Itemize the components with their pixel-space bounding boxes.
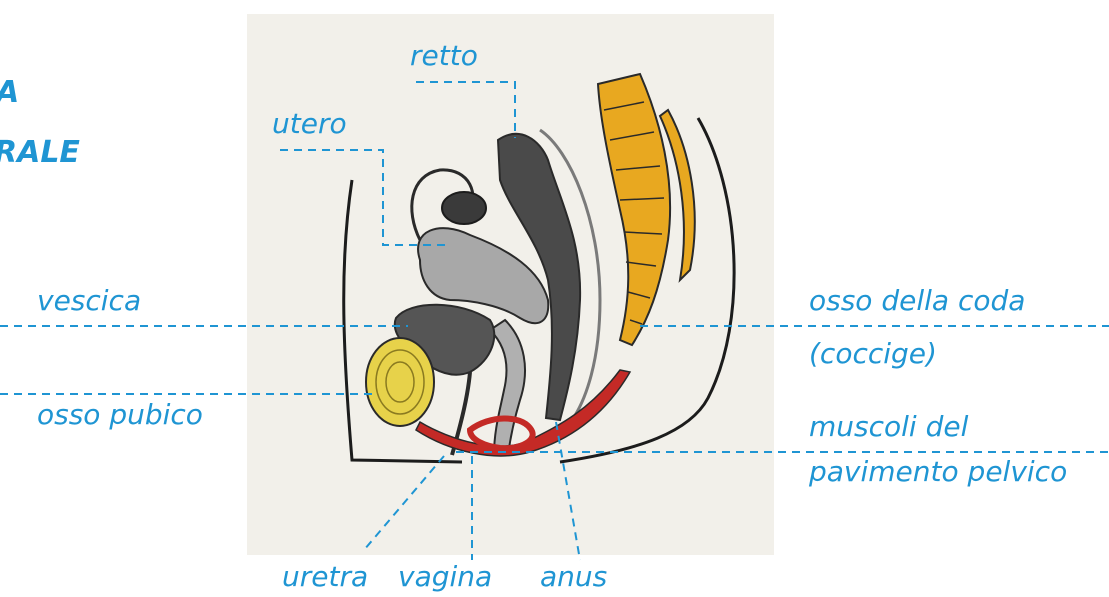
label-muscoli-line2: pavimento pelvico — [809, 458, 1067, 486]
ovary — [442, 192, 486, 224]
label-anus: anus — [540, 563, 607, 591]
label-retto: retto — [410, 42, 478, 70]
label-utero: utero — [272, 110, 347, 138]
label-osso-pubico: osso pubico — [37, 401, 203, 429]
label-vescica: vescica — [37, 287, 141, 315]
label-uretra: uretra — [282, 563, 368, 591]
label-muscoli-line1: muscoli del — [809, 413, 968, 441]
label-osso-coda-line1: osso della coda — [809, 287, 1025, 315]
label-vagina: vagina — [398, 563, 492, 591]
label-osso-coda-line2: (coccige) — [809, 340, 937, 368]
